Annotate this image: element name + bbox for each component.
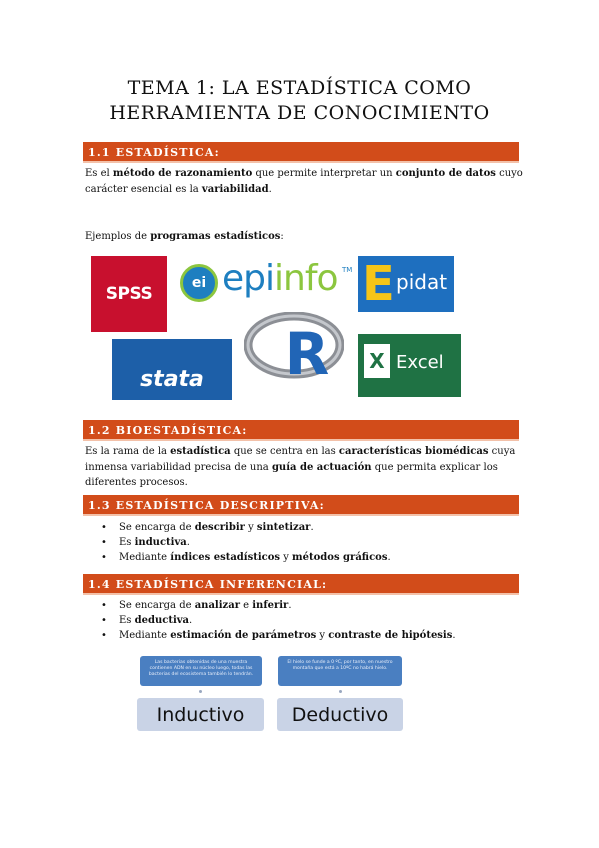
list-item: Es deductiva. bbox=[85, 613, 456, 628]
list-item: Mediante índices estadísticos y métodos … bbox=[85, 550, 391, 565]
section-heading-inferencial: 1.4 ESTADÍSTICA INFERENCIAL: bbox=[83, 574, 519, 595]
paragraph-bioestadistica: Es la rama de la estadística que se cent… bbox=[85, 446, 516, 488]
spss-logo: SPSS bbox=[91, 256, 167, 332]
deductivo-example-card: El hielo se funde a 0 ºC, por tanto, en … bbox=[278, 656, 402, 686]
list-item: Se encarga de analizar e inferir. bbox=[85, 598, 456, 613]
list-item: Mediante estimación de parámetros y cont… bbox=[85, 628, 456, 643]
stata-logo: stata bbox=[112, 339, 232, 400]
software-logos-image: SPSS ei epiinfo TM E pidat stata R X Exc… bbox=[85, 250, 476, 405]
paragraph-estadistica-definition: Es el método de razonamiento que permite… bbox=[85, 168, 523, 195]
connector-dot bbox=[199, 690, 202, 693]
deductivo-box: Deductivo bbox=[277, 698, 403, 731]
section-heading-estadistica: 1.1 ESTADÍSTICA: bbox=[83, 142, 519, 163]
paragraph-examples: Ejemplos de programas estadísticos: bbox=[85, 231, 284, 242]
section-heading-bioestadistica: 1.2 BIOESTADÍSTICA: bbox=[83, 420, 519, 441]
inductivo-box: Inductivo bbox=[137, 698, 264, 731]
epidat-logo: E pidat bbox=[358, 256, 454, 312]
list-inferencial: Se encarga de analizar e inferir. Es ded… bbox=[85, 598, 456, 643]
epiinfo-circle: ei bbox=[180, 264, 218, 302]
section-heading-descriptiva: 1.3 ESTADÍSTICA DESCRIPTIVA: bbox=[83, 495, 519, 516]
list-item: Se encarga de describir y sintetizar. bbox=[85, 520, 391, 535]
title-line-1: TEMA 1: LA ESTADÍSTICA COMO bbox=[127, 77, 472, 99]
inductivo-example-card: Las bacterias obtenidas de una muestra c… bbox=[140, 656, 262, 686]
list-item: Es inductiva. bbox=[85, 535, 391, 550]
epiinfo-logo: ei epiinfo TM bbox=[180, 258, 352, 310]
title-line-2: HERRAMIENTA DE CONOCIMIENTO bbox=[109, 102, 490, 124]
connector-dot bbox=[339, 690, 342, 693]
svg-text:R: R bbox=[285, 320, 330, 382]
list-descriptiva: Se encarga de describir y sintetizar. Es… bbox=[85, 520, 391, 565]
r-logo: R bbox=[244, 312, 344, 382]
excel-logo: X Excel bbox=[358, 334, 461, 397]
page-title: TEMA 1: LA ESTADÍSTICA COMO HERRAMIENTA … bbox=[0, 76, 599, 126]
